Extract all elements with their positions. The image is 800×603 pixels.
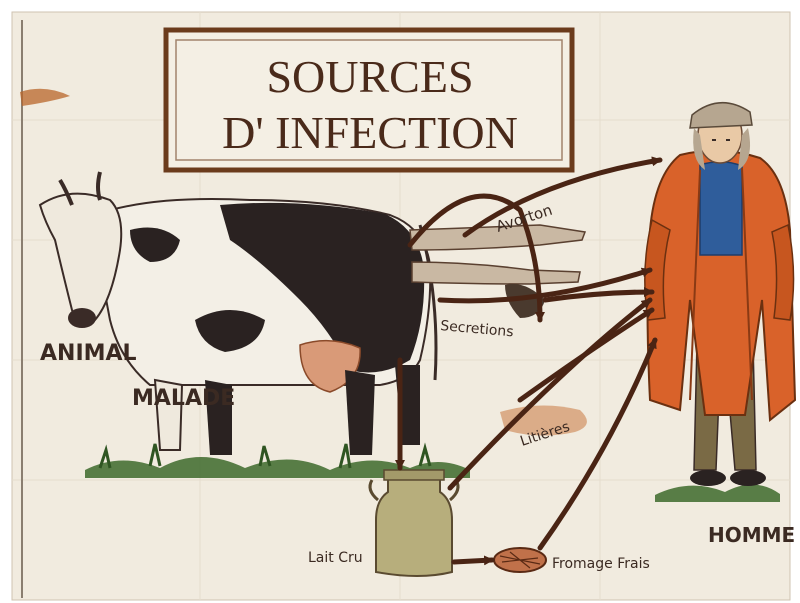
label-lait-cru: Lait Cru — [308, 550, 363, 566]
fresh-cheese — [494, 548, 546, 572]
arrow-milk-to-cheese — [454, 560, 492, 562]
title-line2: D' INFECTION — [222, 107, 518, 158]
label-malade: MALADE — [132, 386, 235, 411]
label-fromage-frais: Fromage Frais — [552, 556, 650, 572]
label-homme: HOMME — [708, 523, 795, 547]
title-line1: SOURCES — [266, 51, 473, 102]
label-animal: ANIMAL — [40, 341, 137, 366]
